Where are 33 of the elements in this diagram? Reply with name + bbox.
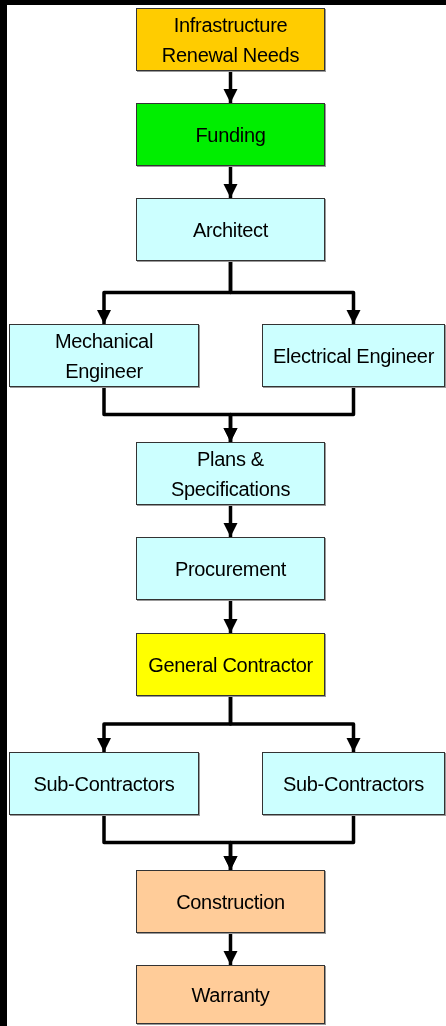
process-box — [136, 442, 325, 505]
box-label: Funding — [194, 122, 267, 148]
box-label: Mechanical Engineer — [53, 328, 155, 384]
arrow — [223, 933, 238, 965]
arrow — [223, 71, 238, 103]
arrow — [223, 166, 238, 198]
process-box — [136, 870, 325, 933]
process-box — [136, 965, 325, 1024]
box-label: Architect — [191, 217, 270, 243]
arrow — [228, 261, 361, 324]
box-label: Infrastructure Renewal Needs — [160, 12, 301, 68]
arrow — [223, 600, 238, 633]
arrow — [223, 815, 356, 870]
process-box — [136, 103, 325, 166]
box-label: Sub-Contractors — [32, 771, 176, 797]
box-label: Construction — [175, 889, 286, 915]
box-label: Electrical Engineer — [271, 343, 436, 369]
process-box — [262, 752, 445, 815]
box-label: General Contractor — [147, 652, 314, 678]
box-label: Plans & Specifications — [169, 446, 292, 502]
process-box — [9, 752, 199, 815]
arrow — [228, 696, 361, 752]
process-box — [136, 633, 325, 696]
box-label: Warranty — [190, 982, 271, 1008]
process-box — [262, 324, 445, 387]
process-box — [136, 537, 325, 600]
process-box — [136, 198, 325, 261]
box-label: Procurement — [173, 556, 288, 582]
arrow — [223, 505, 238, 537]
process-box — [136, 8, 325, 71]
arrow — [223, 387, 356, 442]
process-box — [9, 324, 199, 387]
box-label: Sub-Contractors — [281, 771, 426, 797]
